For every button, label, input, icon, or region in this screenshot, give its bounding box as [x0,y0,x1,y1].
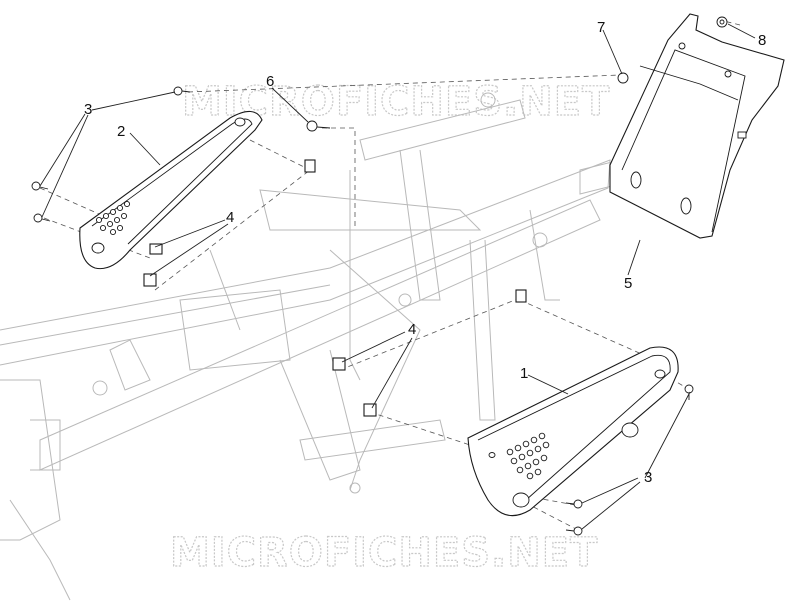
bolt-6 [306,120,331,132]
part-5-slot-left [630,171,642,189]
chassis-frame [0,92,613,601]
screw-3-left-lower [33,213,51,223]
part-2-mount-hole [91,242,105,254]
clip-4-e [332,357,346,371]
callout-2: 2 [117,123,125,140]
assembly-lines [39,19,741,531]
part-1-mount-hole-lower [512,492,530,508]
screw-3-right-b [565,499,583,509]
fasteners [31,16,728,536]
part-5-tab [737,131,747,139]
clip-4-d [515,289,527,303]
part-5-slot-right [680,197,692,215]
callout-6: 6 [266,73,274,90]
callout-7: 7 [597,19,605,36]
callout-3-left: 3 [84,101,92,118]
nut-7 [617,72,629,84]
clip-4-b [149,243,163,255]
part-1-right-side-cover [467,346,679,517]
callout-labels: 1 2 3 3 4 4 5 6 7 8 [84,19,766,486]
nut-8 [716,16,728,28]
callout-4-lower: 4 [408,321,416,338]
callout-8: 8 [758,32,766,49]
clip-4-f [363,403,377,417]
callout-1: 1 [520,365,528,382]
leader-lines [39,23,756,530]
screw-3-top [173,86,191,96]
clip-4-a [304,159,316,173]
part-2-left-side-cover [79,110,263,270]
callout-3-right: 3 [644,469,652,486]
part-5-rear-panel [609,13,785,239]
clip-4-c [143,273,157,287]
part-5-hole-top [678,42,686,50]
callout-5: 5 [624,275,632,292]
part-2-mount-hole-top [234,117,246,127]
screw-3-right-a [684,384,694,400]
part-1-mount-hole-top [654,369,666,379]
screw-3-right-c [565,526,583,536]
part-2-vent-holes [95,200,131,236]
callout-4-upper: 4 [226,209,234,226]
part-1-vent-holes [506,432,550,480]
part-5-hole-right [724,70,732,78]
part-1-mount-hole-mid [621,422,639,438]
watermark-bottom: MICROFICHES.NET [170,530,598,576]
part-1-small-hole [488,452,496,458]
